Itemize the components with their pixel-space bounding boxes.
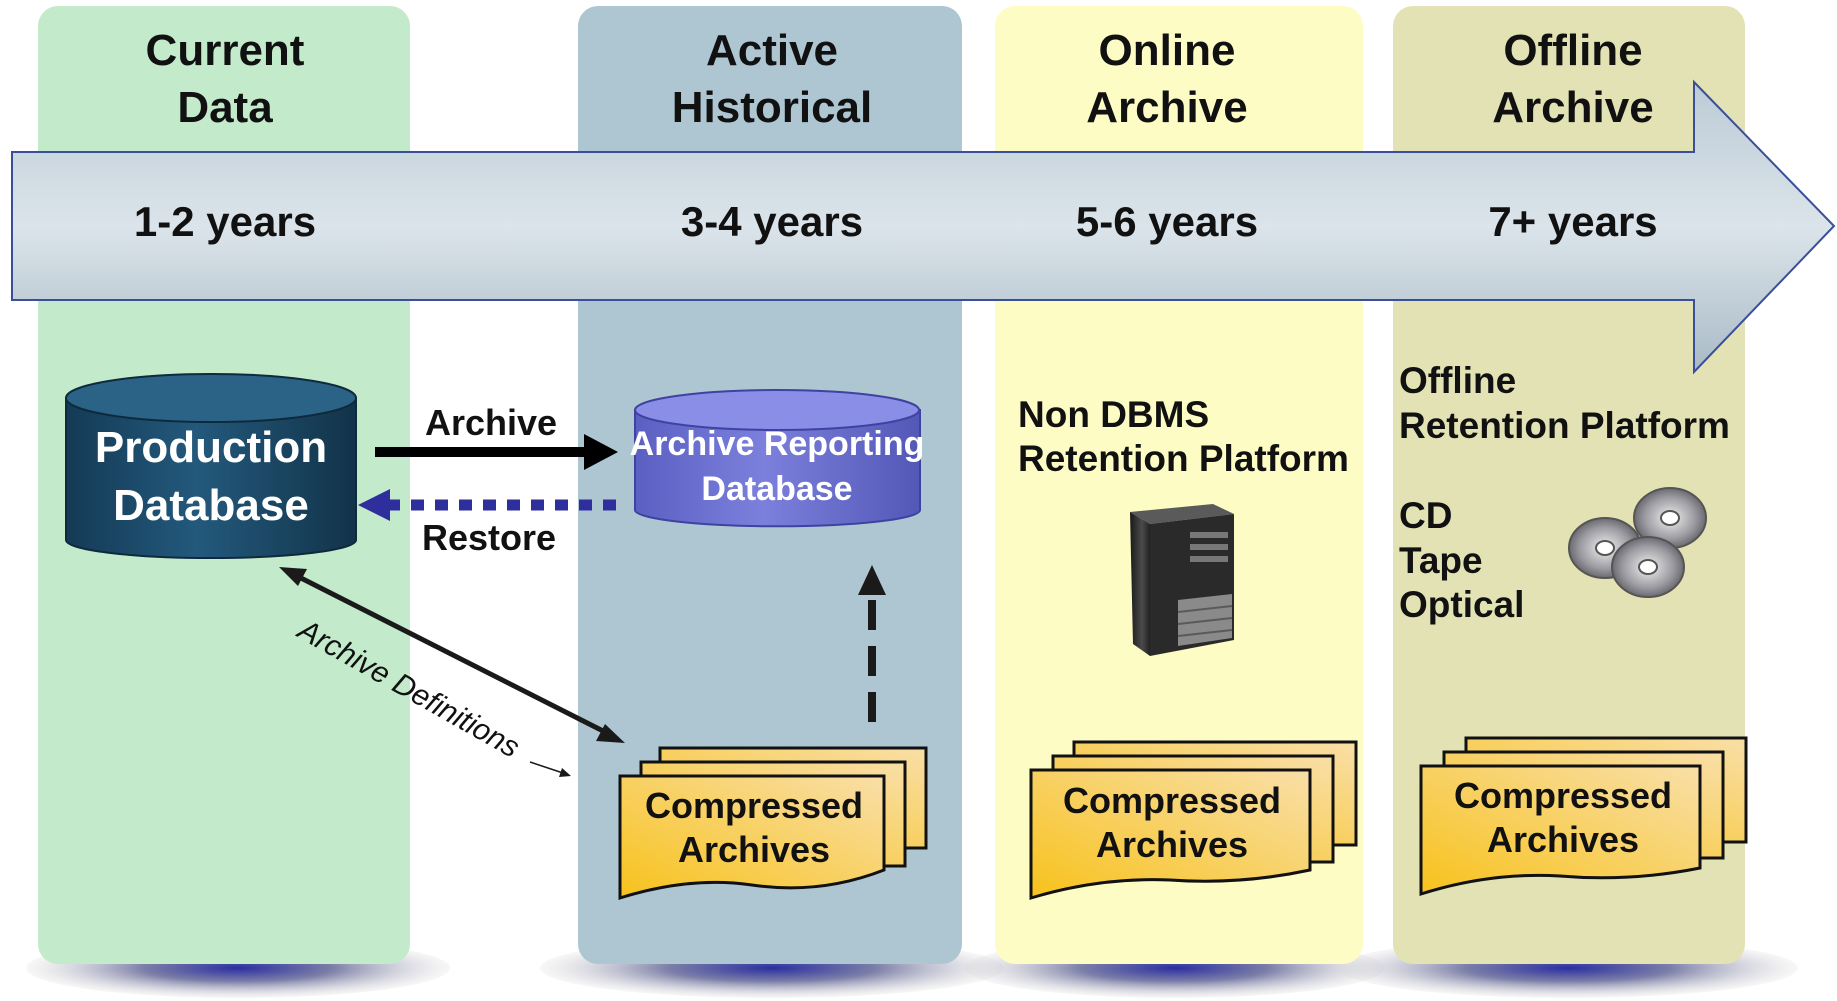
- server-tower-icon: [1130, 504, 1234, 656]
- archive-reporting-database-label-line2: Database: [701, 470, 852, 508]
- archive-definitions-arrow: [279, 567, 625, 743]
- compressed-archives-offline: Compressed Archives: [1419, 736, 1748, 897]
- archive-reporting-database-label-line1: Archive Reporting: [630, 425, 925, 463]
- column-title-online-line2: Archive: [1086, 83, 1247, 132]
- online-platform-line2: Retention Platform: [1018, 438, 1349, 479]
- production-database: Production Database: [65, 373, 357, 559]
- online-platform-line1: Non DBMS: [1018, 394, 1209, 435]
- compressed-archives-active-line2: Archives: [678, 829, 830, 870]
- restore-arrow: [358, 489, 618, 521]
- compressed-archives-online-line1: Compressed: [1063, 780, 1281, 821]
- timeline-arrow: [11, 79, 1836, 375]
- production-database-label-line1: Production: [95, 423, 327, 472]
- archive-reporting-database: Archive Reporting Database: [630, 389, 925, 528]
- column-title-active-line2: Historical: [672, 83, 873, 132]
- compressed-archives-offline-line1: Compressed: [1454, 775, 1672, 816]
- archive-arrow: [375, 434, 618, 470]
- compressed-archives-online-line2: Archives: [1096, 824, 1248, 865]
- offline-platform-line1: Offline: [1399, 360, 1516, 401]
- years-current: 1-2 years: [134, 198, 316, 245]
- archive-definitions-pointer: [529, 761, 571, 777]
- years-offline: 7+ years: [1488, 198, 1657, 245]
- column-title-offline-line1: Offline: [1503, 26, 1642, 75]
- media-cd: CD: [1399, 495, 1452, 536]
- media-tape: Tape: [1399, 540, 1483, 581]
- column-title-online-line1: Online: [1099, 26, 1236, 75]
- production-database-label-line2: Database: [113, 481, 309, 530]
- column-title-offline-line2: Archive: [1492, 83, 1653, 132]
- column-title-current-line1: Current: [146, 26, 305, 75]
- compressed-archives-active-line1: Compressed: [645, 785, 863, 826]
- column-title-current-line2: Data: [177, 83, 273, 132]
- years-active: 3-4 years: [681, 198, 863, 245]
- restore-arrow-label: Restore: [422, 517, 556, 558]
- extract-to-reporting-arrow: [858, 565, 886, 722]
- media-optical: Optical: [1399, 584, 1524, 625]
- offline-platform-line2: Retention Platform: [1399, 405, 1730, 446]
- years-online: 5-6 years: [1076, 198, 1258, 245]
- archive-arrow-label: Archive: [425, 402, 557, 443]
- column-title-active-line1: Active: [706, 26, 838, 75]
- optical-discs-icon: [1568, 487, 1707, 598]
- compressed-archives-offline-line2: Archives: [1487, 819, 1639, 860]
- compressed-archives-active: Compressed Archives: [618, 746, 928, 901]
- compressed-archives-online: Compressed Archives: [1029, 740, 1358, 901]
